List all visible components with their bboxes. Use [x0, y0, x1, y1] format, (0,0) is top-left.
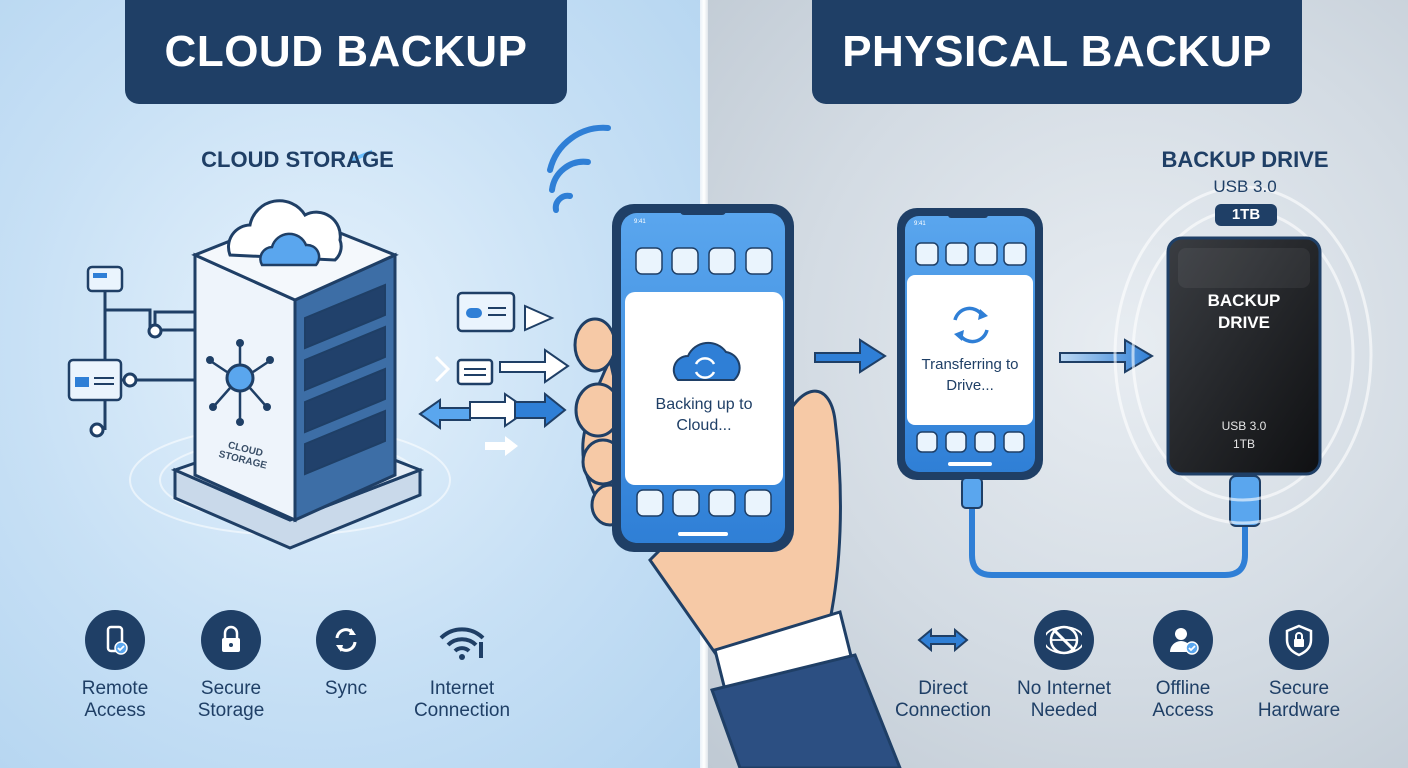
sync-icon	[316, 610, 376, 670]
usb-cable	[969, 482, 1248, 578]
backup-drive-capacity-badge: 1TB	[1215, 204, 1277, 226]
backup-drive-interface: USB 3.0	[1213, 177, 1277, 196]
wireless-signal	[547, 124, 611, 213]
feature-label: No Internet Needed	[1017, 678, 1111, 721]
drive-transfer-arrows	[814, 338, 1154, 374]
right-phone-time: 9:41	[914, 221, 926, 227]
feature-internet-connection: Internet Connection	[392, 610, 532, 722]
backup-drive-caption: BACKUP DRIVE	[1161, 147, 1329, 172]
file-card-icons	[67, 265, 124, 402]
drive-body-interface: USB 3.0	[1221, 419, 1267, 433]
feature-label: Remote Access	[81, 678, 149, 721]
feature-secure-storage: Secure Storage	[161, 610, 301, 722]
wifi-icon	[432, 610, 492, 670]
offline-user-icon	[1153, 610, 1213, 670]
left-phone-status: Backing up to Cloud...	[655, 396, 753, 434]
feature-label: Offline Access	[1152, 678, 1214, 721]
feature-sync: Sync	[276, 610, 416, 700]
backup-drive	[1166, 236, 1322, 476]
feature-label: Internet Connection	[413, 678, 511, 721]
feature-label: Secure Hardware	[1257, 678, 1341, 721]
right-phone-status: Transferring to Drive...	[921, 356, 1019, 394]
network-node-dots	[89, 323, 163, 438]
feature-no-internet-needed: No Internet Needed	[994, 610, 1134, 722]
right-phone	[897, 208, 1043, 480]
feature-direct-connection: Direct Connection	[873, 610, 1013, 722]
physical-backup-title: PHYSICAL BACKUP	[812, 0, 1302, 104]
feature-offline-access: Offline Access	[1113, 610, 1253, 722]
feature-secure-hardware: Secure Hardware	[1229, 610, 1369, 722]
no-internet-icon	[1034, 610, 1094, 670]
cloud-transfer-arrows	[418, 291, 570, 456]
left-phone-time: 9:41	[634, 219, 646, 225]
drive-body-label: BACKUP DRIVE	[1207, 291, 1281, 332]
feature-label: Secure Storage	[197, 678, 265, 721]
feature-remote-access: Remote Access	[45, 610, 185, 722]
lock-icon	[201, 610, 261, 670]
cloud-storage-caption: CLOUD STORAGE	[201, 147, 394, 172]
usb-plug-phone	[961, 477, 983, 509]
cloud-server-tower	[170, 149, 425, 550]
left-phone	[612, 204, 794, 552]
double-arrow-icon	[913, 610, 973, 670]
shield-lock-icon	[1269, 610, 1329, 670]
remote-access-icon	[85, 610, 145, 670]
feature-label: Sync	[324, 678, 368, 699]
drive-body-capacity: 1TB	[1232, 437, 1255, 451]
cloud-backup-title: CLOUD BACKUP	[125, 0, 567, 104]
feature-label: Direct Connection	[894, 678, 992, 721]
